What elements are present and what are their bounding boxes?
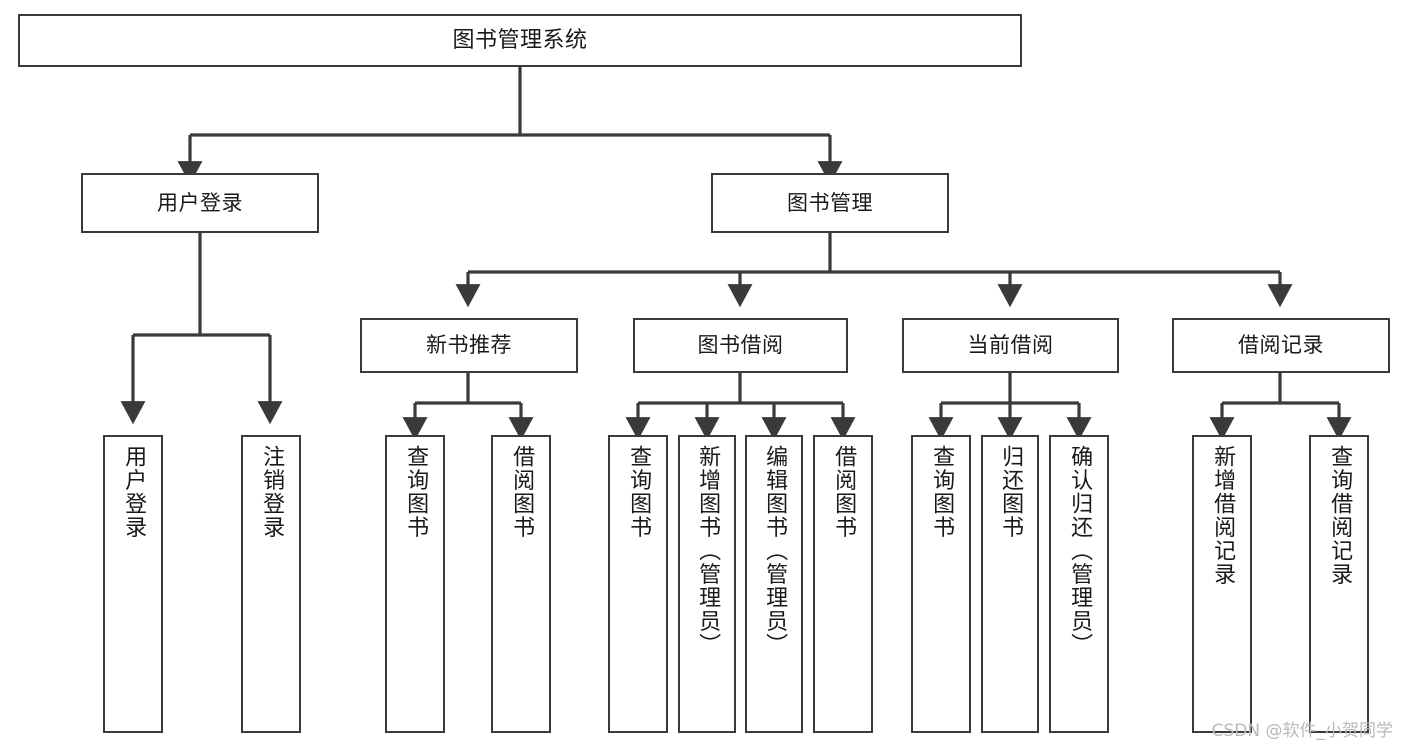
node-book-manage[interactable]: 图书管理 — [711, 173, 949, 233]
node-leaf-query-record[interactable]: 查询借阅记录 — [1309, 435, 1369, 733]
node-root[interactable]: 图书管理系统 — [18, 14, 1022, 67]
node-leaf-query-book-3-label: 查询图书 — [929, 445, 955, 539]
node-user-login[interactable]: 用户登录 — [81, 173, 319, 233]
node-leaf-logout[interactable]: 注销登录 — [241, 435, 301, 733]
node-new-book-recommend[interactable]: 新书推荐 — [360, 318, 578, 373]
node-leaf-confirm-return[interactable]: 确认归还（管理员） — [1049, 435, 1109, 733]
node-leaf-query-book-2[interactable]: 查询图书 — [608, 435, 668, 733]
node-book-borrow-label: 图书借阅 — [697, 333, 784, 358]
node-borrow-record-label: 借阅记录 — [1238, 333, 1324, 358]
node-leaf-return-book-label: 归还图书 — [998, 445, 1024, 539]
node-leaf-add-record[interactable]: 新增借阅记录 — [1192, 435, 1252, 733]
node-leaf-borrow-book-2[interactable]: 借阅图书 — [813, 435, 873, 733]
node-leaf-edit-book-label: 编辑图书（管理员） — [762, 445, 788, 657]
node-leaf-borrow-book-1-label: 借阅图书 — [509, 445, 535, 539]
node-leaf-borrow-book-2-label: 借阅图书 — [831, 445, 857, 539]
node-new-book-recommend-label: 新书推荐 — [426, 333, 512, 358]
node-leaf-user-login-label: 用户登录 — [121, 445, 147, 539]
watermark-text: CSDN @软件_小贺同学 — [1211, 721, 1393, 741]
node-book-borrow[interactable]: 图书借阅 — [633, 318, 848, 373]
node-leaf-borrow-book-1[interactable]: 借阅图书 — [491, 435, 551, 733]
node-book-manage-label: 图书管理 — [787, 190, 873, 215]
node-leaf-query-book-1-label: 查询图书 — [403, 445, 429, 539]
node-leaf-edit-book[interactable]: 编辑图书（管理员） — [745, 435, 803, 733]
node-leaf-user-login[interactable]: 用户登录 — [103, 435, 163, 733]
node-leaf-return-book[interactable]: 归还图书 — [981, 435, 1039, 733]
node-root-label: 图书管理系统 — [452, 27, 588, 53]
node-leaf-add-book[interactable]: 新增图书（管理员） — [678, 435, 736, 733]
node-leaf-add-book-label: 新增图书（管理员） — [695, 445, 721, 657]
node-current-borrow[interactable]: 当前借阅 — [902, 318, 1119, 373]
node-leaf-query-book-1[interactable]: 查询图书 — [385, 435, 445, 733]
node-leaf-query-record-label: 查询借阅记录 — [1327, 445, 1353, 586]
node-leaf-logout-label: 注销登录 — [259, 445, 285, 539]
node-leaf-confirm-return-label: 确认归还（管理员） — [1067, 445, 1093, 657]
node-user-login-label: 用户登录 — [157, 190, 243, 215]
node-leaf-query-book-3[interactable]: 查询图书 — [911, 435, 971, 733]
node-leaf-query-book-2-label: 查询图书 — [626, 445, 652, 539]
node-borrow-record[interactable]: 借阅记录 — [1172, 318, 1390, 373]
node-leaf-add-record-label: 新增借阅记录 — [1210, 445, 1236, 586]
node-current-borrow-label: 当前借阅 — [967, 333, 1054, 358]
